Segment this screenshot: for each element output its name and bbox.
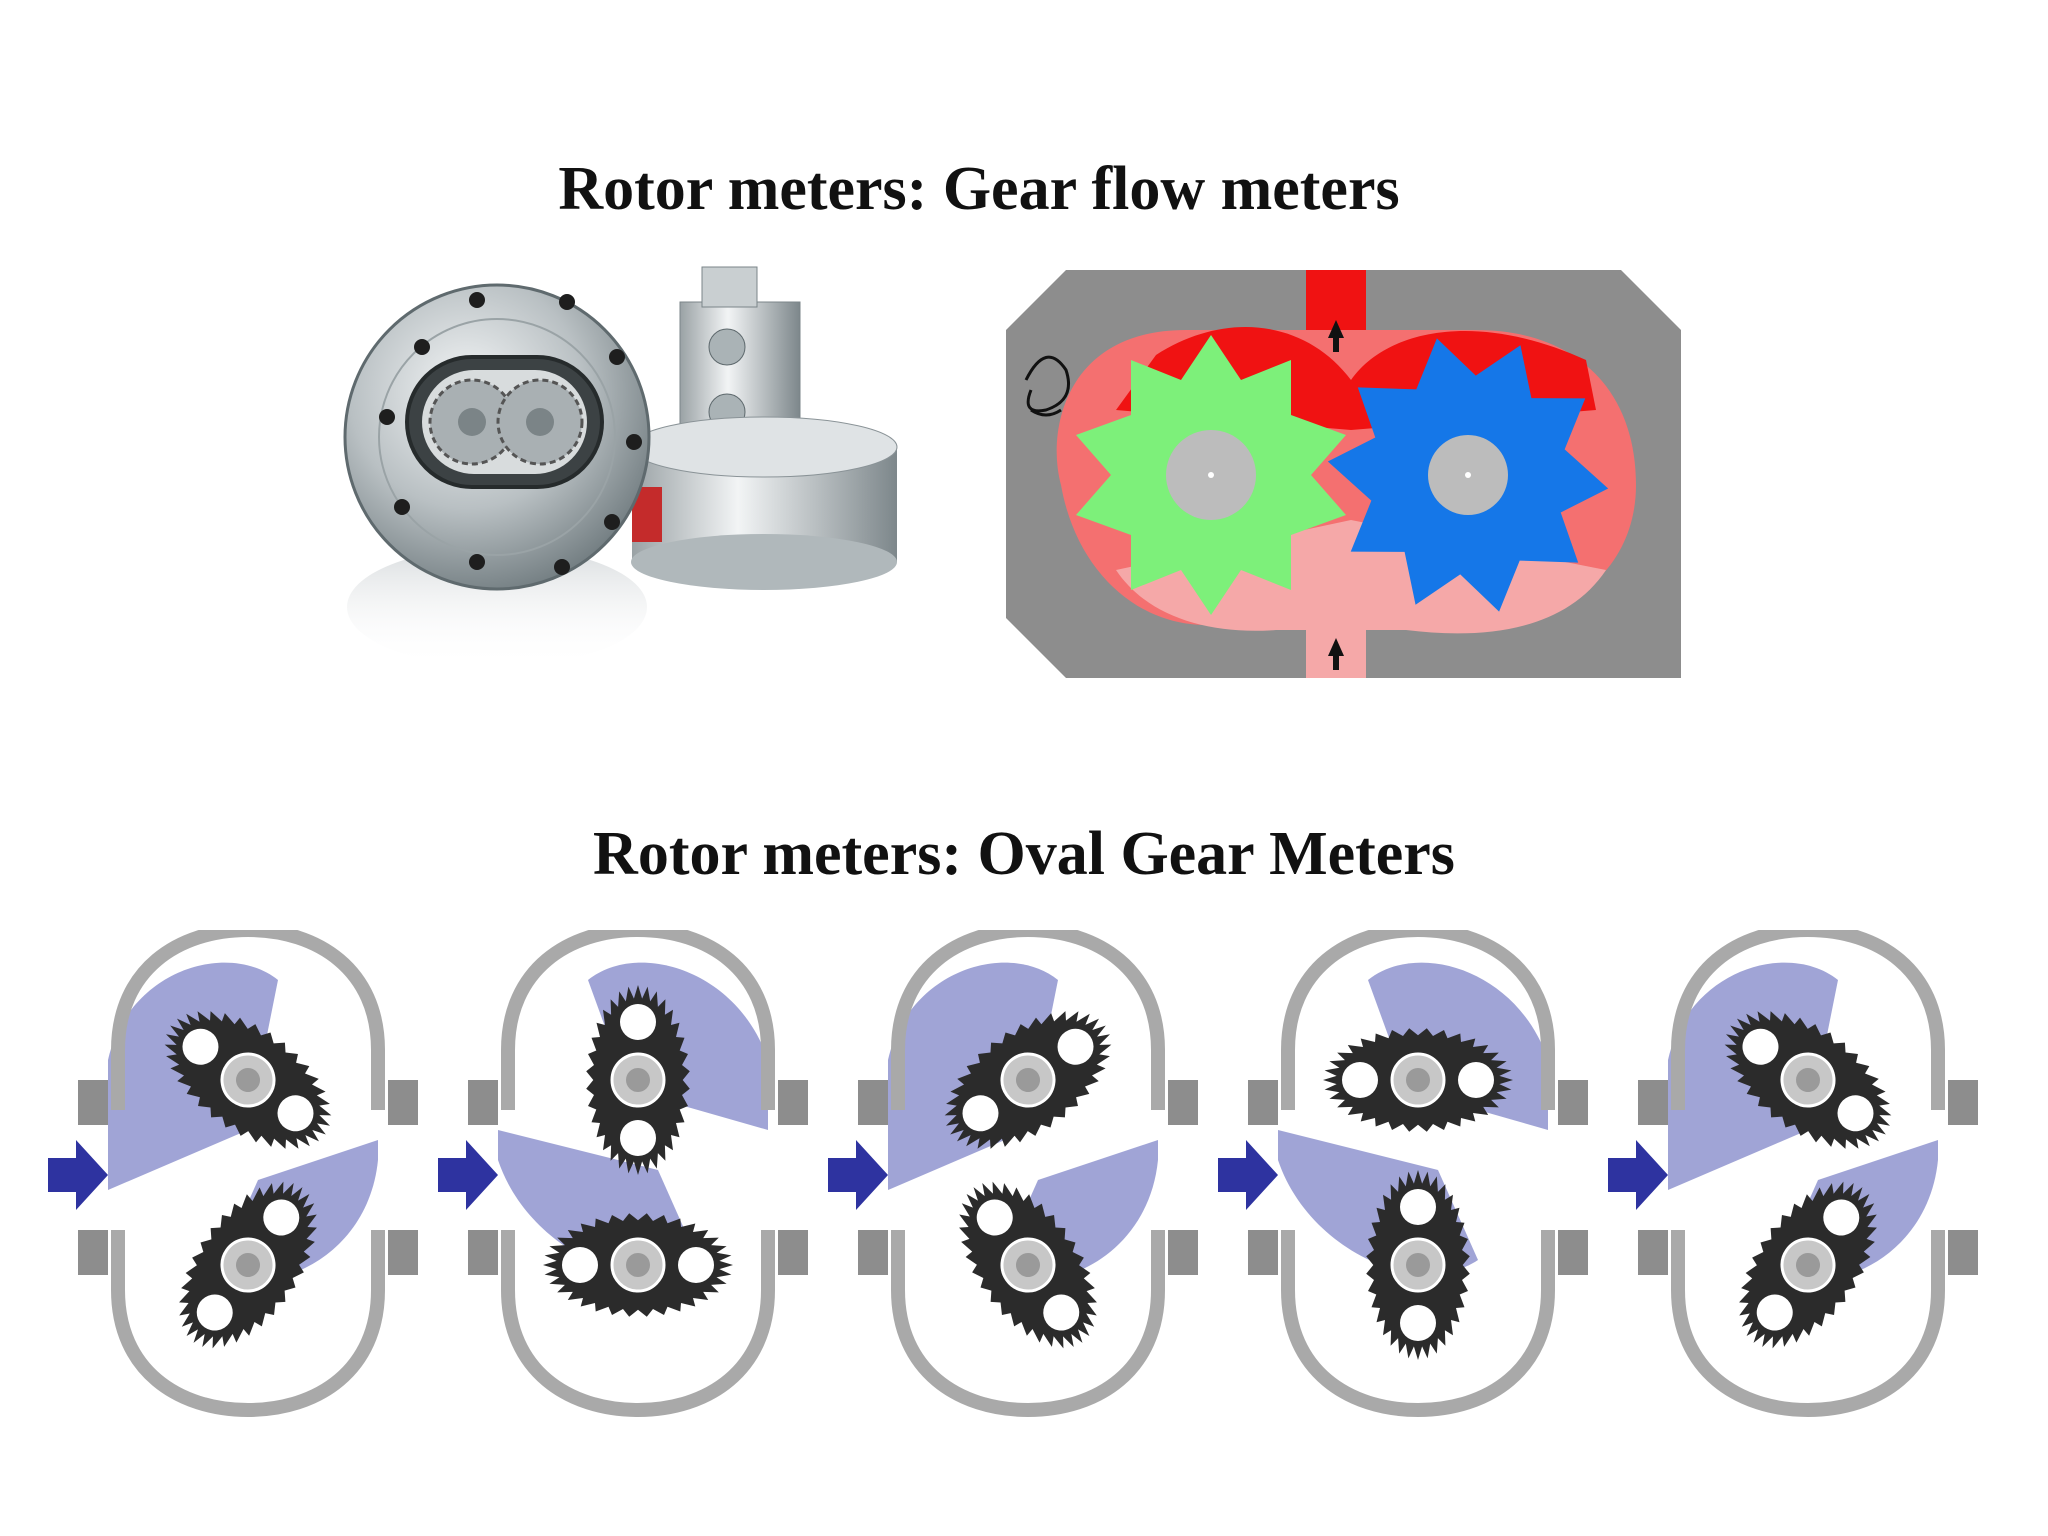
oval-gear-lower [959, 1181, 1097, 1349]
oval-stage-5 [1608, 930, 1978, 1418]
oval-gear-lower [1739, 1181, 1877, 1349]
gear-meter-animation [1006, 270, 1681, 678]
inlet-arrow-icon [48, 1140, 108, 1210]
oval-stage-3 [828, 930, 1198, 1418]
oval-gear-sequence [48, 930, 2008, 1420]
green-gear [1076, 335, 1346, 615]
oval-stage-2 [438, 930, 808, 1418]
blue-gear [1327, 338, 1609, 612]
inlet-arrow-icon [438, 1140, 498, 1210]
oval-gear-lower [179, 1181, 317, 1349]
oval-gear-upper [586, 985, 690, 1175]
oval-gear-lower [543, 1213, 733, 1317]
oval-gear-upper [1724, 1011, 1892, 1149]
inlet-arrow-icon [1608, 1140, 1668, 1210]
inlet-arrow-icon [828, 1140, 888, 1210]
oval-gear-upper [1323, 1028, 1513, 1132]
title-gear-flow-meters: Rotor meters: Gear flow meters [558, 155, 1400, 223]
oval-gear-upper [944, 1011, 1112, 1149]
title-oval-gear-meters: Rotor meters: Oval Gear Meters [593, 820, 1455, 888]
oval-gear-lower [1366, 1170, 1470, 1360]
gear-meter-photo [342, 262, 907, 672]
oval-gear-upper [164, 1011, 332, 1149]
oval-stage-4 [1218, 930, 1588, 1418]
oval-stage-1 [48, 930, 418, 1418]
inlet-arrow-icon [1218, 1140, 1278, 1210]
